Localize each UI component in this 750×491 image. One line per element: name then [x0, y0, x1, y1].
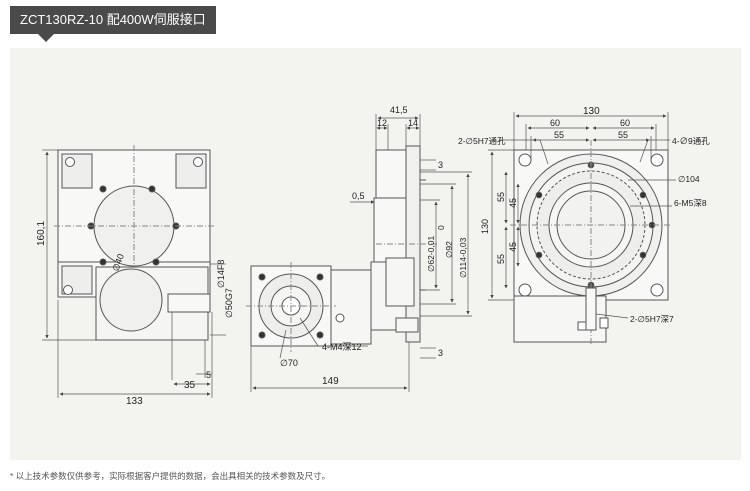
page-title: ZCT130RZ-10 配400W伺服接口 [10, 6, 216, 42]
dim-6m5: 6-M5深8 [674, 198, 707, 208]
dim-41-5: 41,5 [390, 105, 408, 115]
dim-3-top: 3 [438, 160, 443, 170]
dim-45-lower: 45 [508, 242, 518, 252]
dim-4-hole: 4-∅9通孔 [672, 136, 710, 146]
dim-12: 12 [377, 118, 387, 128]
side-labels: 41,5 12 14 0,5 3 3 ∅62-0,01 0 ∅92 ∅114-0… [352, 105, 490, 358]
dim-62: ∅62-0,01 [426, 235, 436, 272]
dim-45-upper: 45 [508, 198, 518, 208]
dim-60-left: 60 [550, 118, 560, 128]
dim-0-5: 0,5 [352, 191, 365, 201]
through-hole-icon [650, 283, 664, 297]
dim-130-vertical: 130 [480, 219, 490, 234]
dim-2-pin: 2-∅5H7深7 [630, 314, 674, 324]
top-view [510, 140, 672, 346]
dim-130: 130 [583, 106, 600, 117]
top-dimensions [500, 112, 676, 319]
side-view [373, 145, 438, 343]
dim-55-left: 55 [554, 130, 564, 140]
dim-55-upper: 55 [496, 192, 506, 202]
dim-50g7: ∅50G7 [224, 288, 234, 318]
top-labels: 130 60 60 55 55 2-∅5H7通孔 4-∅9通孔 ∅104 6-M… [458, 106, 710, 324]
side-dimensions [350, 114, 514, 359]
through-hole-icon [650, 153, 664, 167]
dim-14: 14 [408, 118, 418, 128]
front-dimensions [42, 149, 226, 398]
dim-92: ∅92 [444, 241, 454, 258]
dim-114: ∅114-0,03 [458, 237, 468, 278]
dim-55-lower: 55 [496, 254, 506, 264]
dim-160-1: 160,1 [36, 221, 47, 246]
front-view [54, 145, 214, 341]
dim-104: ∅104 [678, 174, 700, 184]
dim-5: 5 [206, 370, 211, 380]
dim-55-right: 55 [618, 130, 628, 140]
dim-149: 149 [322, 376, 339, 387]
dim-3-bottom: 3 [438, 348, 443, 358]
dim-4m4: 4-M4深12 [322, 342, 362, 352]
dim-0: 0 [436, 225, 446, 230]
dim-133: 133 [126, 396, 143, 407]
through-hole-icon [518, 153, 532, 167]
mount-hole-icon [65, 157, 75, 167]
mount-hole-icon [63, 285, 73, 295]
mount-hole-icon [193, 157, 203, 167]
motor-dimensions [250, 317, 410, 392]
through-hole-icon [518, 283, 532, 297]
motor-labels: 149 ∅70 4-M4深12 [280, 342, 362, 387]
dim-2-hole: 2-∅5H7通孔 [458, 136, 506, 146]
dim-14f8: ∅14F8 [216, 260, 226, 288]
dim-60-right: 60 [620, 118, 630, 128]
dim-70: ∅70 [280, 358, 298, 368]
footnote: * 以上技术参数仅供参考，实际根据客户提供的数据，会出具相关的技术参数及尺寸。 [10, 471, 331, 481]
dim-35: 35 [184, 380, 196, 391]
motor-view [246, 261, 410, 352]
